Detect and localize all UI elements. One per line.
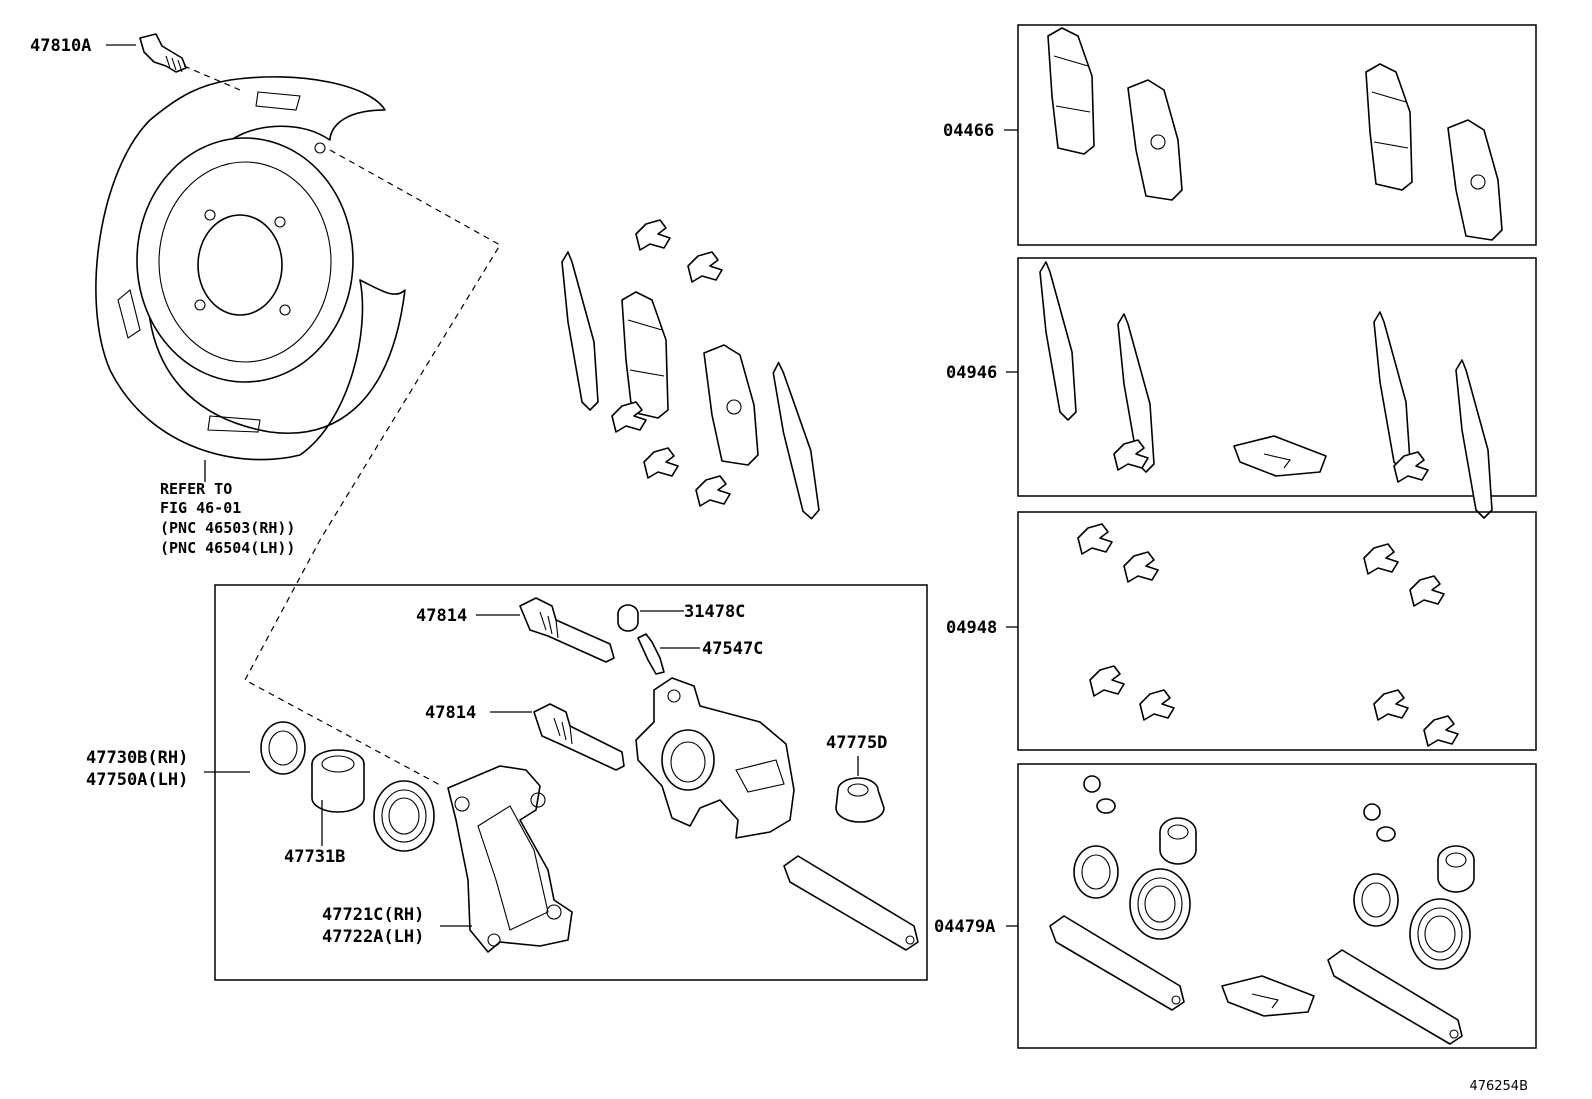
kit-04948-parts bbox=[1077, 523, 1459, 747]
kit-04466-parts bbox=[1047, 27, 1503, 241]
guide-pin-upper bbox=[519, 597, 615, 663]
kit-label-04466: 04466 bbox=[943, 121, 994, 141]
kit-label-04479a: 04479A bbox=[934, 917, 995, 937]
caliper-assembly-box bbox=[214, 584, 928, 981]
kit-label-04948: 04948 bbox=[946, 618, 997, 638]
caliper-mounting bbox=[447, 765, 573, 953]
caliper-body bbox=[635, 677, 795, 839]
piston-lh-label: 47750A(LH) bbox=[86, 770, 188, 790]
kit-label-04946: 04946 bbox=[946, 363, 997, 383]
mounting-rh-label: 47721C(RH) bbox=[322, 905, 424, 925]
boot-label: 47775D bbox=[826, 733, 887, 753]
piston-rh-label: 47730B(RH) bbox=[86, 748, 188, 768]
kit-04946-parts bbox=[1039, 261, 1493, 519]
kit-box-04479a bbox=[1017, 763, 1537, 1049]
piston-seal-ring bbox=[260, 721, 306, 775]
figure-number: 476254B bbox=[1469, 1079, 1528, 1094]
kit-box-04948 bbox=[1017, 511, 1537, 751]
kit-box-04946 bbox=[1017, 257, 1537, 497]
guide-sleeve bbox=[783, 855, 919, 951]
piston-47731b bbox=[311, 749, 365, 813]
guide-pin-lower bbox=[533, 703, 625, 771]
boot-47775d bbox=[835, 777, 885, 823]
refer-note-line2: FIG 46-01 bbox=[160, 499, 241, 517]
refer-note-line1: REFER TO bbox=[160, 480, 232, 498]
piston-seal-large bbox=[373, 780, 435, 852]
kit-box-04466 bbox=[1017, 24, 1537, 246]
bleeder-cap-label: 31478C bbox=[684, 602, 745, 622]
dust-cover bbox=[95, 76, 406, 461]
bleeder-plug-label: 47547C bbox=[702, 639, 763, 659]
bolt-47810a bbox=[139, 33, 187, 73]
center-pad-group bbox=[561, 219, 821, 522]
pin-lower-label: 47814 bbox=[425, 703, 476, 723]
bleeder-plug bbox=[637, 633, 665, 675]
bleeder-cap bbox=[617, 604, 639, 632]
refer-note-line4: (PNC 46504(LH)) bbox=[160, 539, 295, 557]
bolt-label: 47810A bbox=[30, 36, 91, 56]
piston-label: 47731B bbox=[284, 847, 345, 867]
mounting-lh-label: 47722A(LH) bbox=[322, 927, 424, 947]
kit-04479a-parts bbox=[1049, 775, 1475, 1045]
pin-upper-label: 47814 bbox=[416, 606, 467, 626]
refer-note-line3: (PNC 46503(RH)) bbox=[160, 519, 295, 537]
